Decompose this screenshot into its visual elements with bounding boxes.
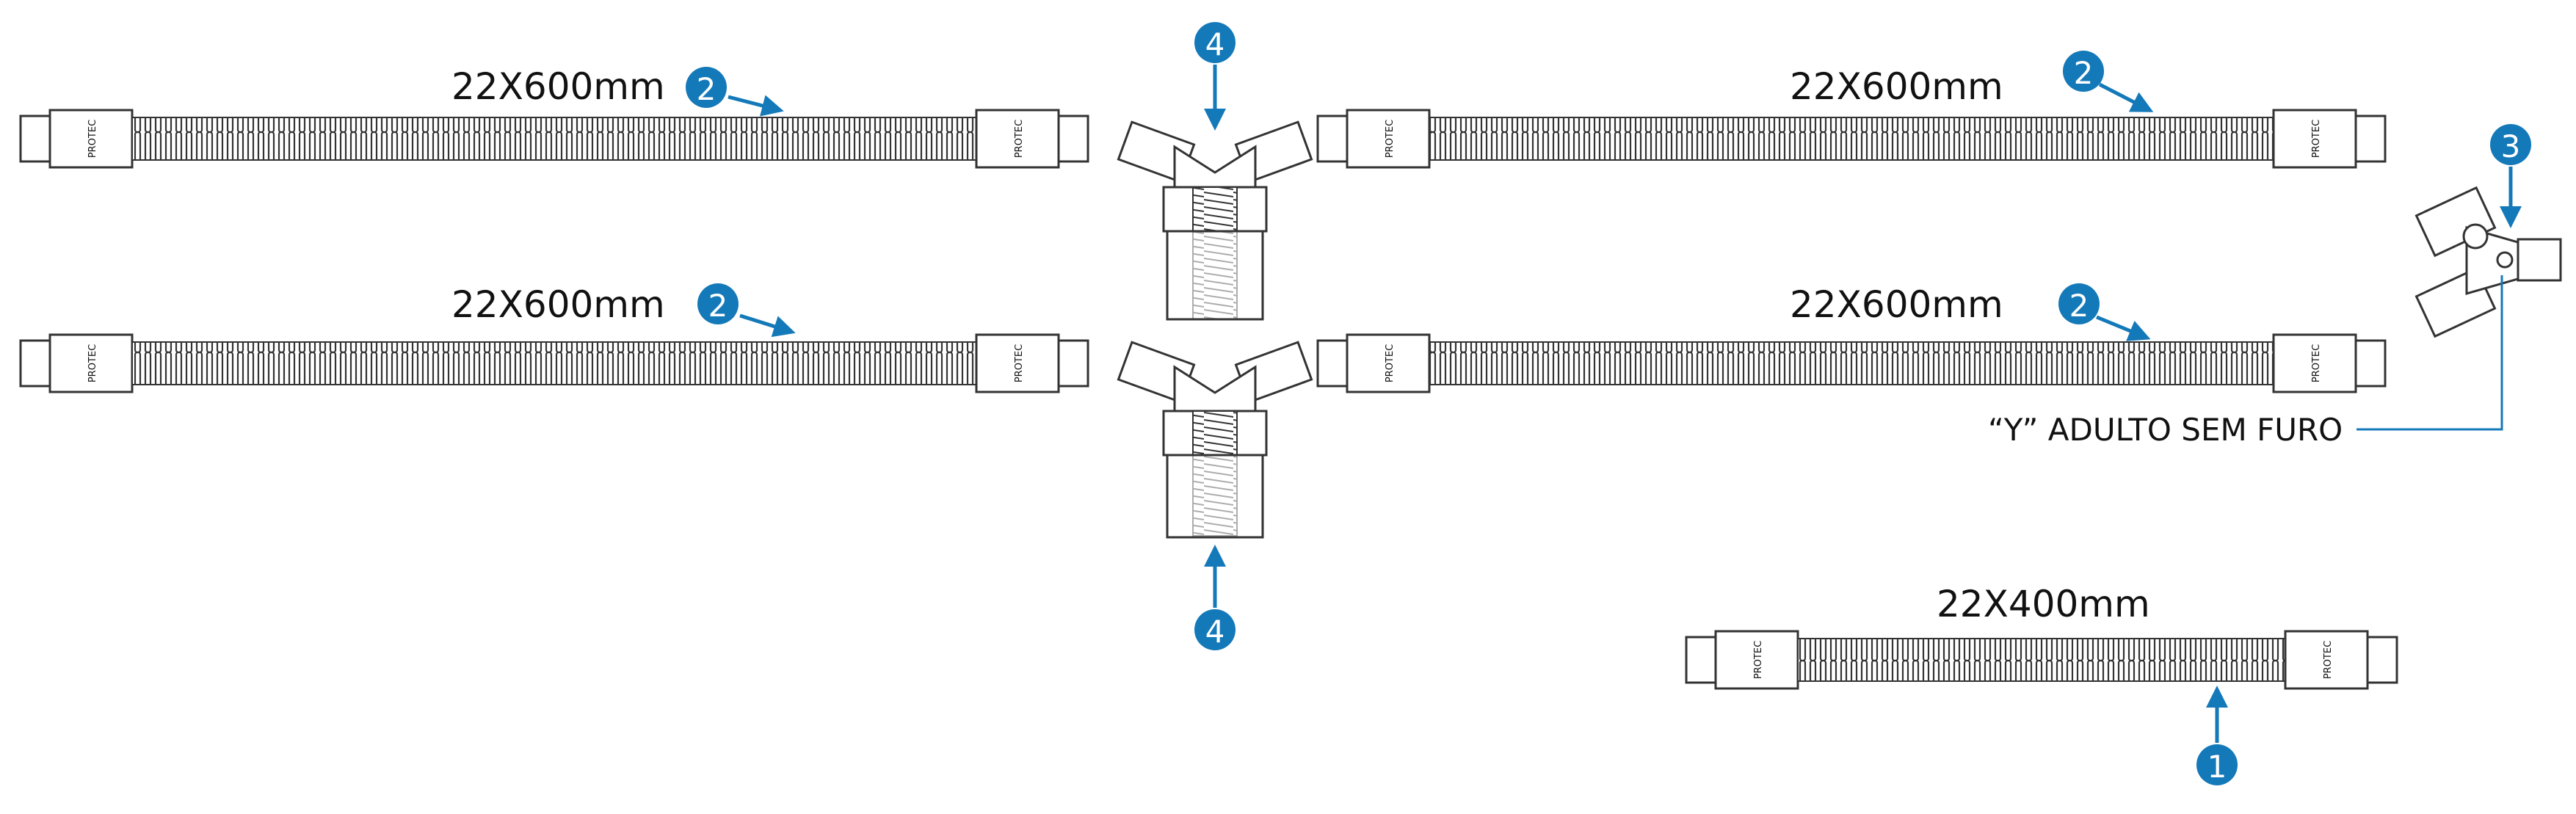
cuff-text: PROTEC	[2311, 120, 2322, 158]
hose-length-label: 22X400mm	[1937, 583, 2150, 625]
callout-arrow	[2098, 82, 2154, 112]
hose-length-label: 22X600mm	[1790, 283, 2003, 326]
y-port	[2462, 223, 2489, 250]
hose-length-label: 22X600mm	[451, 283, 665, 326]
hose-cuff	[975, 109, 1060, 169]
callout-arrow	[739, 313, 796, 338]
cuff-text: PROTEC	[87, 344, 98, 382]
cuff-text: PROTEC	[1014, 120, 1025, 158]
callout-badge	[2058, 283, 2100, 324]
cuff-text: PROTEC	[87, 120, 98, 158]
hose-end-fitting	[1057, 339, 1089, 388]
callout-badge	[2196, 744, 2238, 785]
corrugated-tube	[1797, 638, 2286, 682]
hose-end-fitting	[1685, 636, 1717, 684]
trap-body	[1173, 365, 1257, 413]
callout-number: 2	[708, 288, 728, 324]
hose-end-fitting	[1316, 115, 1349, 163]
water-trap-top: 4	[1117, 22, 1313, 321]
cuff-text: PROTEC	[1753, 641, 1764, 679]
hose-short: PROTEC PROTEC 22X400mm 1	[1685, 583, 2398, 785]
cuff-text: PROTEC	[1385, 120, 1396, 158]
callout-badge	[686, 67, 727, 108]
hose-cuff	[2272, 109, 2357, 169]
callout-number: 2	[2074, 55, 2094, 91]
hose-end-fitting	[1057, 115, 1089, 163]
y-connector-label: “Y” ADULTO SEM FURO	[1988, 412, 2343, 448]
hose-cuff	[2284, 630, 2369, 690]
trap-cup	[1166, 230, 1264, 321]
hose-top-right: PROTEC PROTEC 22X600mm 2	[1316, 51, 2387, 169]
callout-arrow	[2096, 315, 2151, 341]
leader-line	[2357, 275, 2503, 431]
hose-cuff	[1346, 109, 1431, 169]
hose-mid-left: PROTEC PROTEC 22X600mm 2	[19, 283, 1089, 393]
hose-length-label: 22X600mm	[451, 65, 665, 108]
callout-badge	[2490, 124, 2531, 165]
y-port-small	[2496, 251, 2514, 269]
cuff-text: PROTEC	[1385, 344, 1396, 382]
corrugated-tube	[1429, 117, 2274, 161]
water-trap-bottom: 4	[1117, 341, 1313, 650]
y-connector: 3 “Y” ADULTO SEM FURO	[1988, 124, 2562, 448]
cuff-text: PROTEC	[2323, 641, 2334, 679]
callout-badge	[697, 283, 739, 324]
callout-number: 4	[1205, 614, 1225, 650]
trap-cup	[1166, 454, 1264, 539]
hose-cuff	[1346, 333, 1431, 393]
hose-end-fitting	[2354, 339, 2387, 388]
callout-arrow	[728, 95, 784, 117]
trap-body	[1173, 145, 1257, 189]
hose-end-fitting	[2366, 636, 2398, 684]
corrugated-tube	[131, 117, 977, 161]
corrugated-tube	[131, 341, 977, 385]
callout-badge	[1194, 609, 1236, 650]
hose-end-fitting	[2354, 115, 2387, 163]
hose-mid-right: PROTEC PROTEC 22X600mm 2	[1316, 283, 2387, 393]
corrugated-tube	[1429, 341, 2274, 385]
y-outlet	[2517, 238, 2562, 282]
callout-badge	[1194, 22, 1236, 63]
callout-number: 2	[2069, 288, 2089, 324]
callout-number: 4	[1205, 26, 1225, 62]
hose-length-label: 22X600mm	[1790, 65, 2003, 108]
hose-end-fitting	[1316, 339, 1349, 388]
callout-badge	[2063, 51, 2104, 92]
callout-number: 3	[2501, 128, 2521, 164]
hose-end-fitting	[19, 115, 51, 163]
cuff-text: PROTEC	[2311, 344, 2322, 382]
hose-top-left: PROTEC PROTEC 22X600mm 2	[19, 65, 1089, 169]
hose-end-fitting	[19, 339, 51, 388]
callout-number: 1	[2207, 749, 2227, 785]
cuff-text: PROTEC	[1014, 344, 1025, 382]
callout-number: 2	[697, 71, 716, 107]
hose-cuff	[48, 109, 134, 169]
